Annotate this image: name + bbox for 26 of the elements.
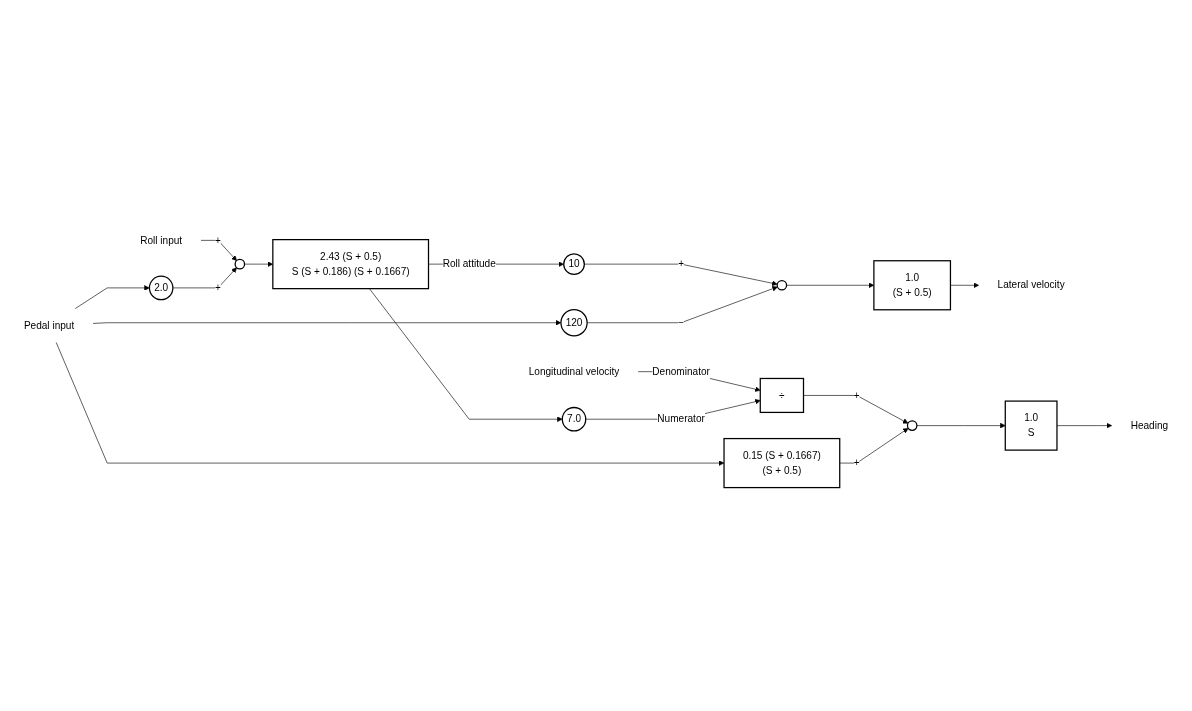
node-text: Lateral velocity bbox=[997, 279, 1065, 291]
node-circle: 120 bbox=[560, 309, 588, 337]
edge-label: + bbox=[678, 258, 685, 270]
node-box: ÷ bbox=[759, 377, 805, 414]
node-circle bbox=[906, 420, 918, 431]
node-circle bbox=[776, 279, 788, 291]
node-text: Roll input bbox=[140, 234, 183, 246]
node-box: 1.0 S bbox=[1004, 400, 1058, 451]
edge-label: − bbox=[678, 317, 685, 328]
node-circle: 2.0 bbox=[148, 275, 174, 301]
edge-label: Roll attitude bbox=[442, 258, 496, 270]
edge-label: + bbox=[215, 234, 221, 246]
node-box: 1.0 (S + 0.5) bbox=[873, 260, 952, 311]
node-text: Longitudinal velocity bbox=[528, 366, 620, 377]
node-text: Heading bbox=[1130, 419, 1169, 431]
edge-label: Denominator bbox=[652, 366, 710, 377]
node-circle: 10 bbox=[563, 253, 585, 276]
node-box: 2.43 (S + 0.5) S (S + 0.186) (S + 0.1667) bbox=[272, 239, 430, 290]
node-circle bbox=[234, 258, 246, 270]
edge-label: + bbox=[853, 389, 860, 401]
edge-label: + bbox=[215, 282, 221, 293]
node-box: 0.15 (S + 0.1667) (S + 0.5) bbox=[723, 437, 841, 489]
edge-label: + bbox=[853, 457, 860, 469]
node-text: Pedal input bbox=[23, 319, 75, 331]
node-circle: 7.0 bbox=[561, 406, 587, 432]
edge-label: Numerator bbox=[657, 413, 705, 425]
